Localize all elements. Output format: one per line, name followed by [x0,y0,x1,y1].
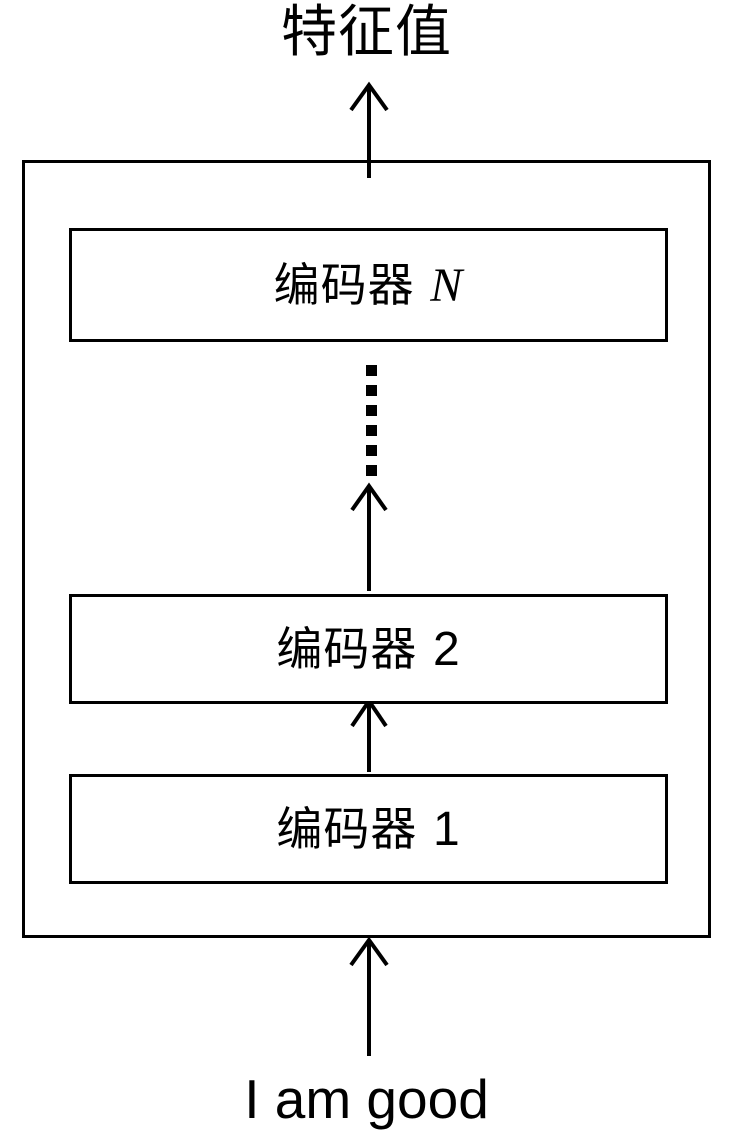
encoder-2-prefix: 编码器 [276,621,418,676]
encoder-box-n[interactable]: 编码器 N [69,228,668,342]
encoder-n-index: N [430,258,464,312]
ellipsis-dot [366,465,377,476]
encoder-stack-container: 编码器 N 编码器 2 编码器 1 [22,160,711,938]
encoder-n-prefix: 编码器 [273,257,415,312]
encoder-2-index: 2 [432,622,461,676]
encoder-box-2[interactable]: 编码器 2 [69,594,668,704]
ellipsis-dot [366,385,377,396]
ellipsis-dot [366,425,377,436]
arrow-input [349,936,389,1056]
output-label: 特征值 [281,0,452,65]
ellipsis-dot [366,445,377,456]
encoder-2-label: 编码器 2 [276,624,460,675]
encoder-box-1[interactable]: 编码器 1 [69,774,668,884]
encoder-n-label: 编码器 N [274,260,464,311]
ellipsis-dot [366,405,377,416]
encoder-1-index: 1 [432,802,461,856]
vertical-ellipsis-icon [366,365,378,476]
encoder-1-prefix: 编码器 [276,801,418,856]
ellipsis-dot [366,365,377,376]
input-label: I am good [244,1068,489,1130]
encoder-1-label: 编码器 1 [276,804,460,855]
